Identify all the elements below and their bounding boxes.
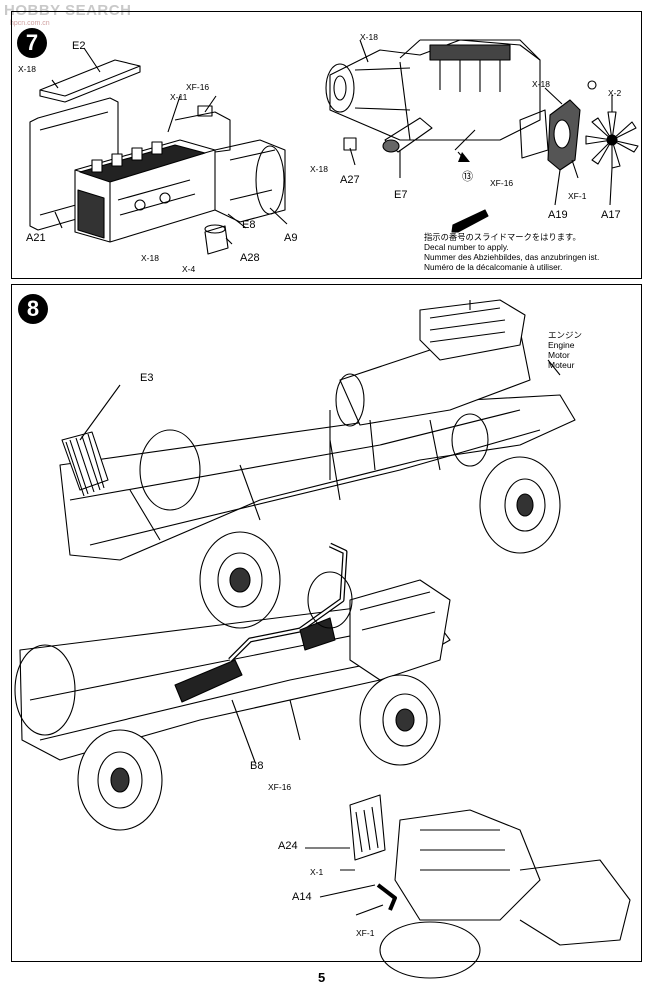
engine-label: エンジン Engine Motor Moteur bbox=[548, 330, 582, 370]
label-a28: A28 bbox=[240, 252, 260, 264]
label-a14: A14 bbox=[292, 891, 312, 903]
decal-note: 指示の番号のスライドマークをはります。 Decal number to appl… bbox=[424, 232, 599, 272]
label-x18-d: X-18 bbox=[310, 164, 328, 174]
step7-number: 7 bbox=[17, 28, 47, 58]
label-x18-a: X-18 bbox=[18, 64, 36, 74]
chassis-upper-drawing bbox=[59, 299, 576, 629]
chassis-middle-drawing bbox=[14, 542, 451, 831]
label-x1: X-1 bbox=[310, 867, 324, 877]
label-xf16-a: XF-16 bbox=[186, 82, 210, 92]
step8-panel bbox=[11, 284, 642, 962]
label-xf1: XF-1 bbox=[356, 928, 375, 938]
engine-label-en: Engine bbox=[548, 340, 575, 350]
label-a27: A27 bbox=[340, 174, 360, 186]
label-a17: A17 bbox=[601, 209, 621, 221]
step8-number: 8 bbox=[18, 294, 48, 324]
engine-label-fr: Moteur bbox=[548, 360, 575, 370]
label-x18-c: X-18 bbox=[360, 32, 378, 42]
label-xf1: XF-1 bbox=[568, 191, 587, 201]
ref-arrow bbox=[458, 152, 470, 162]
label-xf16: XF-16 bbox=[268, 782, 292, 792]
watermark-logo: HOBBY SEARCH bbox=[4, 2, 132, 19]
label-a9: A9 bbox=[284, 232, 298, 244]
gearbox-drawing bbox=[325, 39, 639, 206]
label-a19: A19 bbox=[548, 209, 568, 221]
label-e7: E7 bbox=[394, 189, 408, 201]
step7-panel bbox=[11, 11, 642, 279]
label-a24: A24 bbox=[278, 840, 298, 852]
label-e3: E3 bbox=[140, 372, 154, 384]
label-xf16-b: XF-16 bbox=[490, 178, 514, 188]
label-b8: B8 bbox=[250, 760, 264, 772]
engine-block-drawing bbox=[29, 47, 288, 255]
decal-note-en: Decal number to apply. bbox=[424, 242, 509, 252]
decal-note-fr: Numéro de la décalcomanie à utiliser. bbox=[424, 262, 563, 272]
label-a21: A21 bbox=[26, 232, 46, 244]
decal-note-de: Nummer des Abziehbildes, das anzubringen… bbox=[424, 252, 600, 262]
label-e2: E2 bbox=[72, 40, 86, 52]
page-number: 5 bbox=[318, 970, 326, 985]
label-x18-e: X-18 bbox=[532, 79, 550, 89]
label-x4: X-4 bbox=[182, 264, 196, 274]
label-x11: X-11 bbox=[170, 92, 188, 102]
label-x18-b: X-18 bbox=[141, 253, 159, 263]
label-x2: X-2 bbox=[608, 88, 622, 98]
label-e8: E8 bbox=[242, 219, 256, 231]
label-ref13: ⑬ bbox=[462, 171, 473, 183]
watermark-url: hpcn.com.cn bbox=[10, 20, 50, 27]
decal-note-jp: 指示の番号のスライドマークをはります。 bbox=[424, 232, 581, 242]
engine-label-de: Motor bbox=[548, 350, 570, 360]
engine-label-jp: エンジン bbox=[548, 330, 583, 340]
front-detail-drawing bbox=[305, 794, 631, 979]
